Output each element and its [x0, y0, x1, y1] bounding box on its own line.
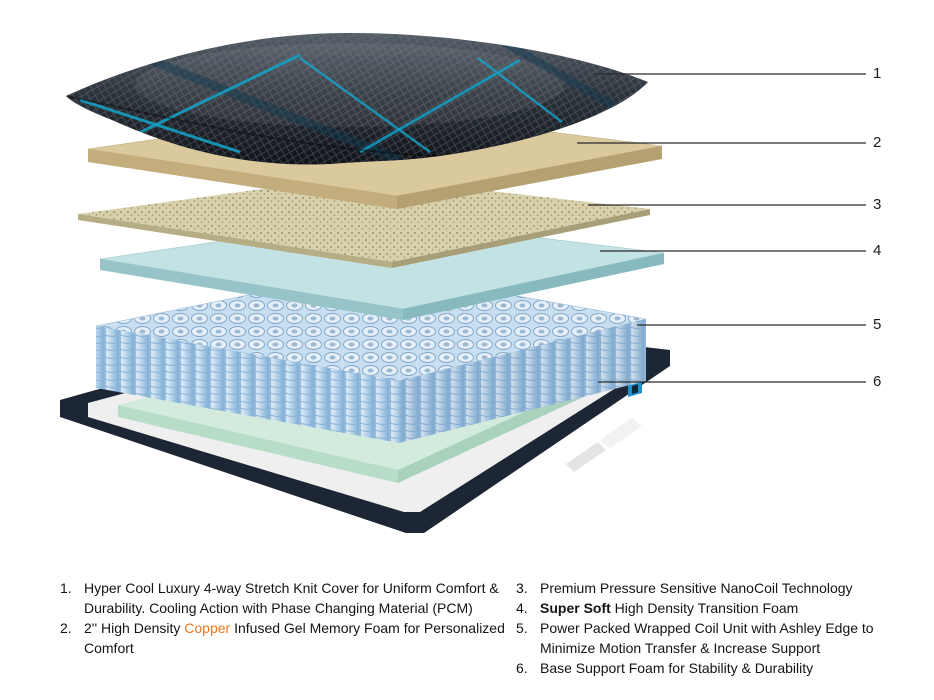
legend-item-number: 4.	[516, 600, 528, 616]
legend-item-text: Power Packed Wrapped Coil Unit with Ashl…	[540, 620, 874, 656]
base-white-stripe	[600, 418, 642, 448]
legend-item-number: 3.	[516, 580, 528, 596]
legend-item-text: Base Support Foam for Stability & Durabi…	[540, 660, 814, 676]
legend-item-6: 6. Base Support Foam for Stability & Dur…	[516, 658, 912, 678]
coil-unit-layer	[95, 269, 647, 443]
legend-item-text: Premium Pressure Sensitive NanoCoil Tech…	[540, 580, 853, 596]
nanocoil-layer	[78, 176, 650, 268]
exploded-mattress-svg	[60, 32, 866, 533]
legend-item-3: 3. Premium Pressure Sensitive NanoCoil T…	[516, 578, 912, 598]
legend-item-number: 6.	[516, 660, 528, 676]
legend-item-text: Super Soft High Density Transition Foam	[540, 600, 799, 616]
legend-item-1: 1. Hyper Cool Luxury 4-way Stretch Knit …	[60, 578, 508, 618]
callout-number-6: 6	[873, 373, 882, 390]
callout-number-1: 1	[873, 65, 882, 82]
legend-item-5: 5. Power Packed Wrapped Coil Unit with A…	[516, 618, 912, 658]
base-white-stripe	[566, 442, 606, 472]
legend-column-right: 3. Premium Pressure Sensitive NanoCoil T…	[516, 578, 912, 678]
legend-item-number: 5.	[516, 620, 528, 636]
legend-item-number: 2.	[60, 620, 72, 636]
legend-item-text: 2'' High Density Copper Infused Gel Memo…	[84, 620, 505, 656]
legend-item-number: 1.	[60, 580, 72, 596]
legend-item-text: Hyper Cool Luxury 4-way Stretch Knit Cov…	[84, 580, 499, 616]
callout-number-2: 2	[873, 134, 882, 151]
knit-cover-layer	[66, 32, 648, 165]
copper-highlight: Copper	[184, 620, 231, 636]
legend-column-left: 1. Hyper Cool Luxury 4-way Stretch Knit …	[60, 578, 508, 658]
callout-lines	[577, 73, 866, 383]
callout-number-3: 3	[873, 196, 882, 213]
legend-item-4: 4. Super Soft High Density Transition Fo…	[516, 598, 912, 618]
super-soft-highlight: Super Soft	[540, 600, 611, 616]
callout-number-4: 4	[873, 242, 882, 259]
legend-item-2: 2. 2'' High Density Copper Infused Gel M…	[60, 618, 508, 658]
callout-number-5: 5	[873, 316, 882, 333]
